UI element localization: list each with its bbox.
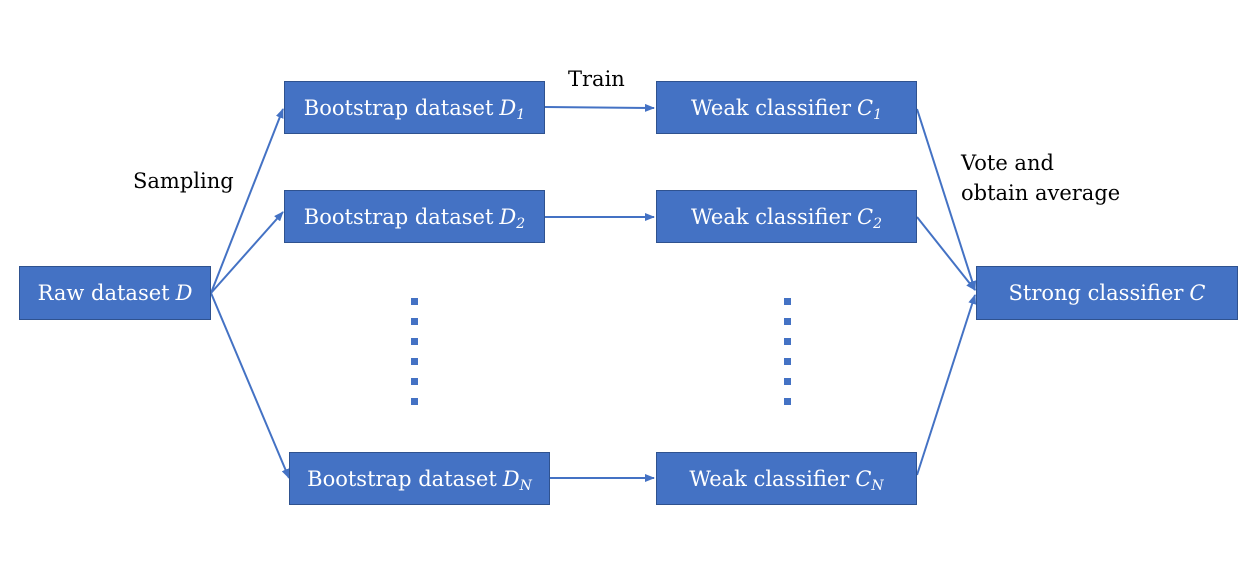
arrow-bootstrap-1-to-weak-1	[544, 103, 655, 112]
weak-classifier-symbol: C2	[856, 204, 882, 232]
weak-classifier-box-n: Weak classifier CN	[656, 452, 917, 505]
weak-classifier-box-2: Weak classifier C2	[656, 190, 917, 243]
bootstrap-dataset-label: Bootstrap dataset	[303, 95, 494, 120]
strong-classifier-label: Strong classifier	[1008, 281, 1184, 305]
weak-classifier-label: Weak classifier	[691, 95, 851, 120]
bootstrap-dataset-box-n: Bootstrap dataset DN	[289, 452, 550, 505]
bootstrap-dataset-symbol: DN	[502, 466, 532, 494]
weak-classifier-label: Weak classifier	[691, 204, 851, 229]
strong-classifier-symbol: C	[1189, 281, 1206, 305]
raw-dataset-box: Raw dataset D	[19, 266, 211, 320]
arrow-weak-n-to-strong	[916, 294, 977, 476]
sampling-label: Sampling	[133, 169, 234, 193]
bootstrap-dataset-symbol: D2	[499, 204, 526, 232]
bootstrap-dataset-box-2: Bootstrap dataset D2	[284, 190, 545, 243]
bootstrap-dataset-label: Bootstrap dataset	[307, 466, 497, 491]
weak-classifier-label: Weak classifier	[689, 466, 850, 491]
train-label: Train	[568, 67, 625, 91]
ellipsis-dots-weak	[784, 298, 791, 408]
raw-dataset-symbol: D	[175, 281, 193, 305]
vote-label-line2: obtain average	[961, 181, 1121, 205]
arrow-raw-to-bootstrap-1	[210, 108, 284, 294]
strong-classifier-box: Strong classifier C	[976, 266, 1238, 320]
arrow-raw-to-bootstrap-2	[210, 211, 284, 294]
bootstrap-dataset-label: Bootstrap dataset	[303, 204, 494, 229]
vote-label-line1: Vote and	[961, 151, 1054, 175]
weak-classifier-symbol: CN	[855, 466, 884, 494]
raw-dataset-label: Raw dataset	[37, 281, 170, 305]
weak-classifier-symbol: C1	[856, 95, 882, 123]
bootstrap-dataset-box-1: Bootstrap dataset D1	[284, 81, 545, 134]
weak-classifier-box-1: Weak classifier C1	[656, 81, 917, 134]
bootstrap-dataset-symbol: D1	[499, 95, 526, 123]
arrow-raw-to-bootstrap-n	[210, 292, 290, 479]
ellipsis-dots-bootstrap	[411, 298, 418, 408]
arrow-weak-1-to-strong	[916, 108, 977, 291]
arrow-weak-2-to-strong	[916, 216, 976, 291]
